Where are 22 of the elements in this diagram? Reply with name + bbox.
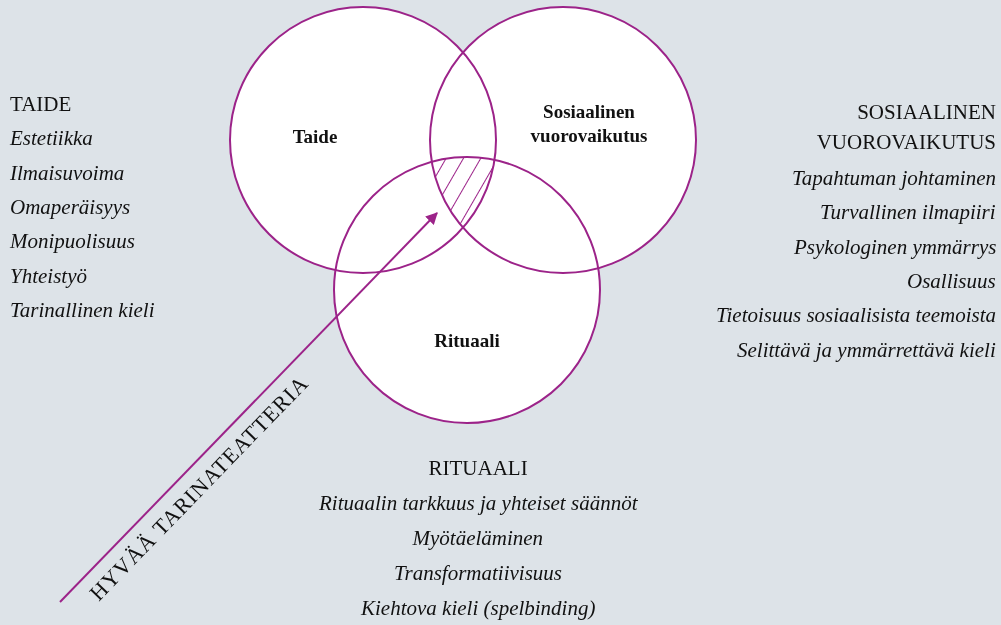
list-item: Omaperäisyys [10, 194, 131, 220]
list-item: Kiehtova kieli (spelbinding) [361, 596, 596, 621]
section-heading: TAIDE [10, 92, 72, 117]
list-item: Osallisuus [907, 268, 996, 294]
list-item: Ilmaisuvoima [10, 160, 125, 185]
circle-label: Sosiaalinen vuorovaikutus [529, 99, 649, 149]
list-item: Estetiikka [10, 126, 93, 151]
list-item: Tapahtuman johtaminen [792, 166, 996, 191]
list-item: Tarinallinen kieli [10, 297, 155, 322]
circle-label: Rituaali [433, 328, 501, 353]
list-item: Selittävä ja ymmärrettävä kieli [737, 337, 996, 362]
list-item: Turvallinen ilmapiiri [820, 200, 996, 225]
list-item: Rituaalin tarkkuus ja yhteiset säännöt [319, 491, 638, 516]
list-item: Myötäeläminen [412, 526, 544, 551]
list-item: Transformatiivisuus [394, 561, 563, 586]
list-item: Yhteistyö [10, 263, 87, 288]
section-heading: SOSIAALINEN VUOROVAIKUTUS [815, 99, 996, 157]
list-item: Psykologinen ymmärrys [794, 234, 997, 259]
section-heading: RITUAALI [428, 456, 528, 481]
list-item: Monipuolisuus [10, 229, 135, 254]
list-item: Tietoisuus sosiaalisista teemoista [716, 303, 997, 328]
circle-label: Taide [291, 124, 339, 149]
